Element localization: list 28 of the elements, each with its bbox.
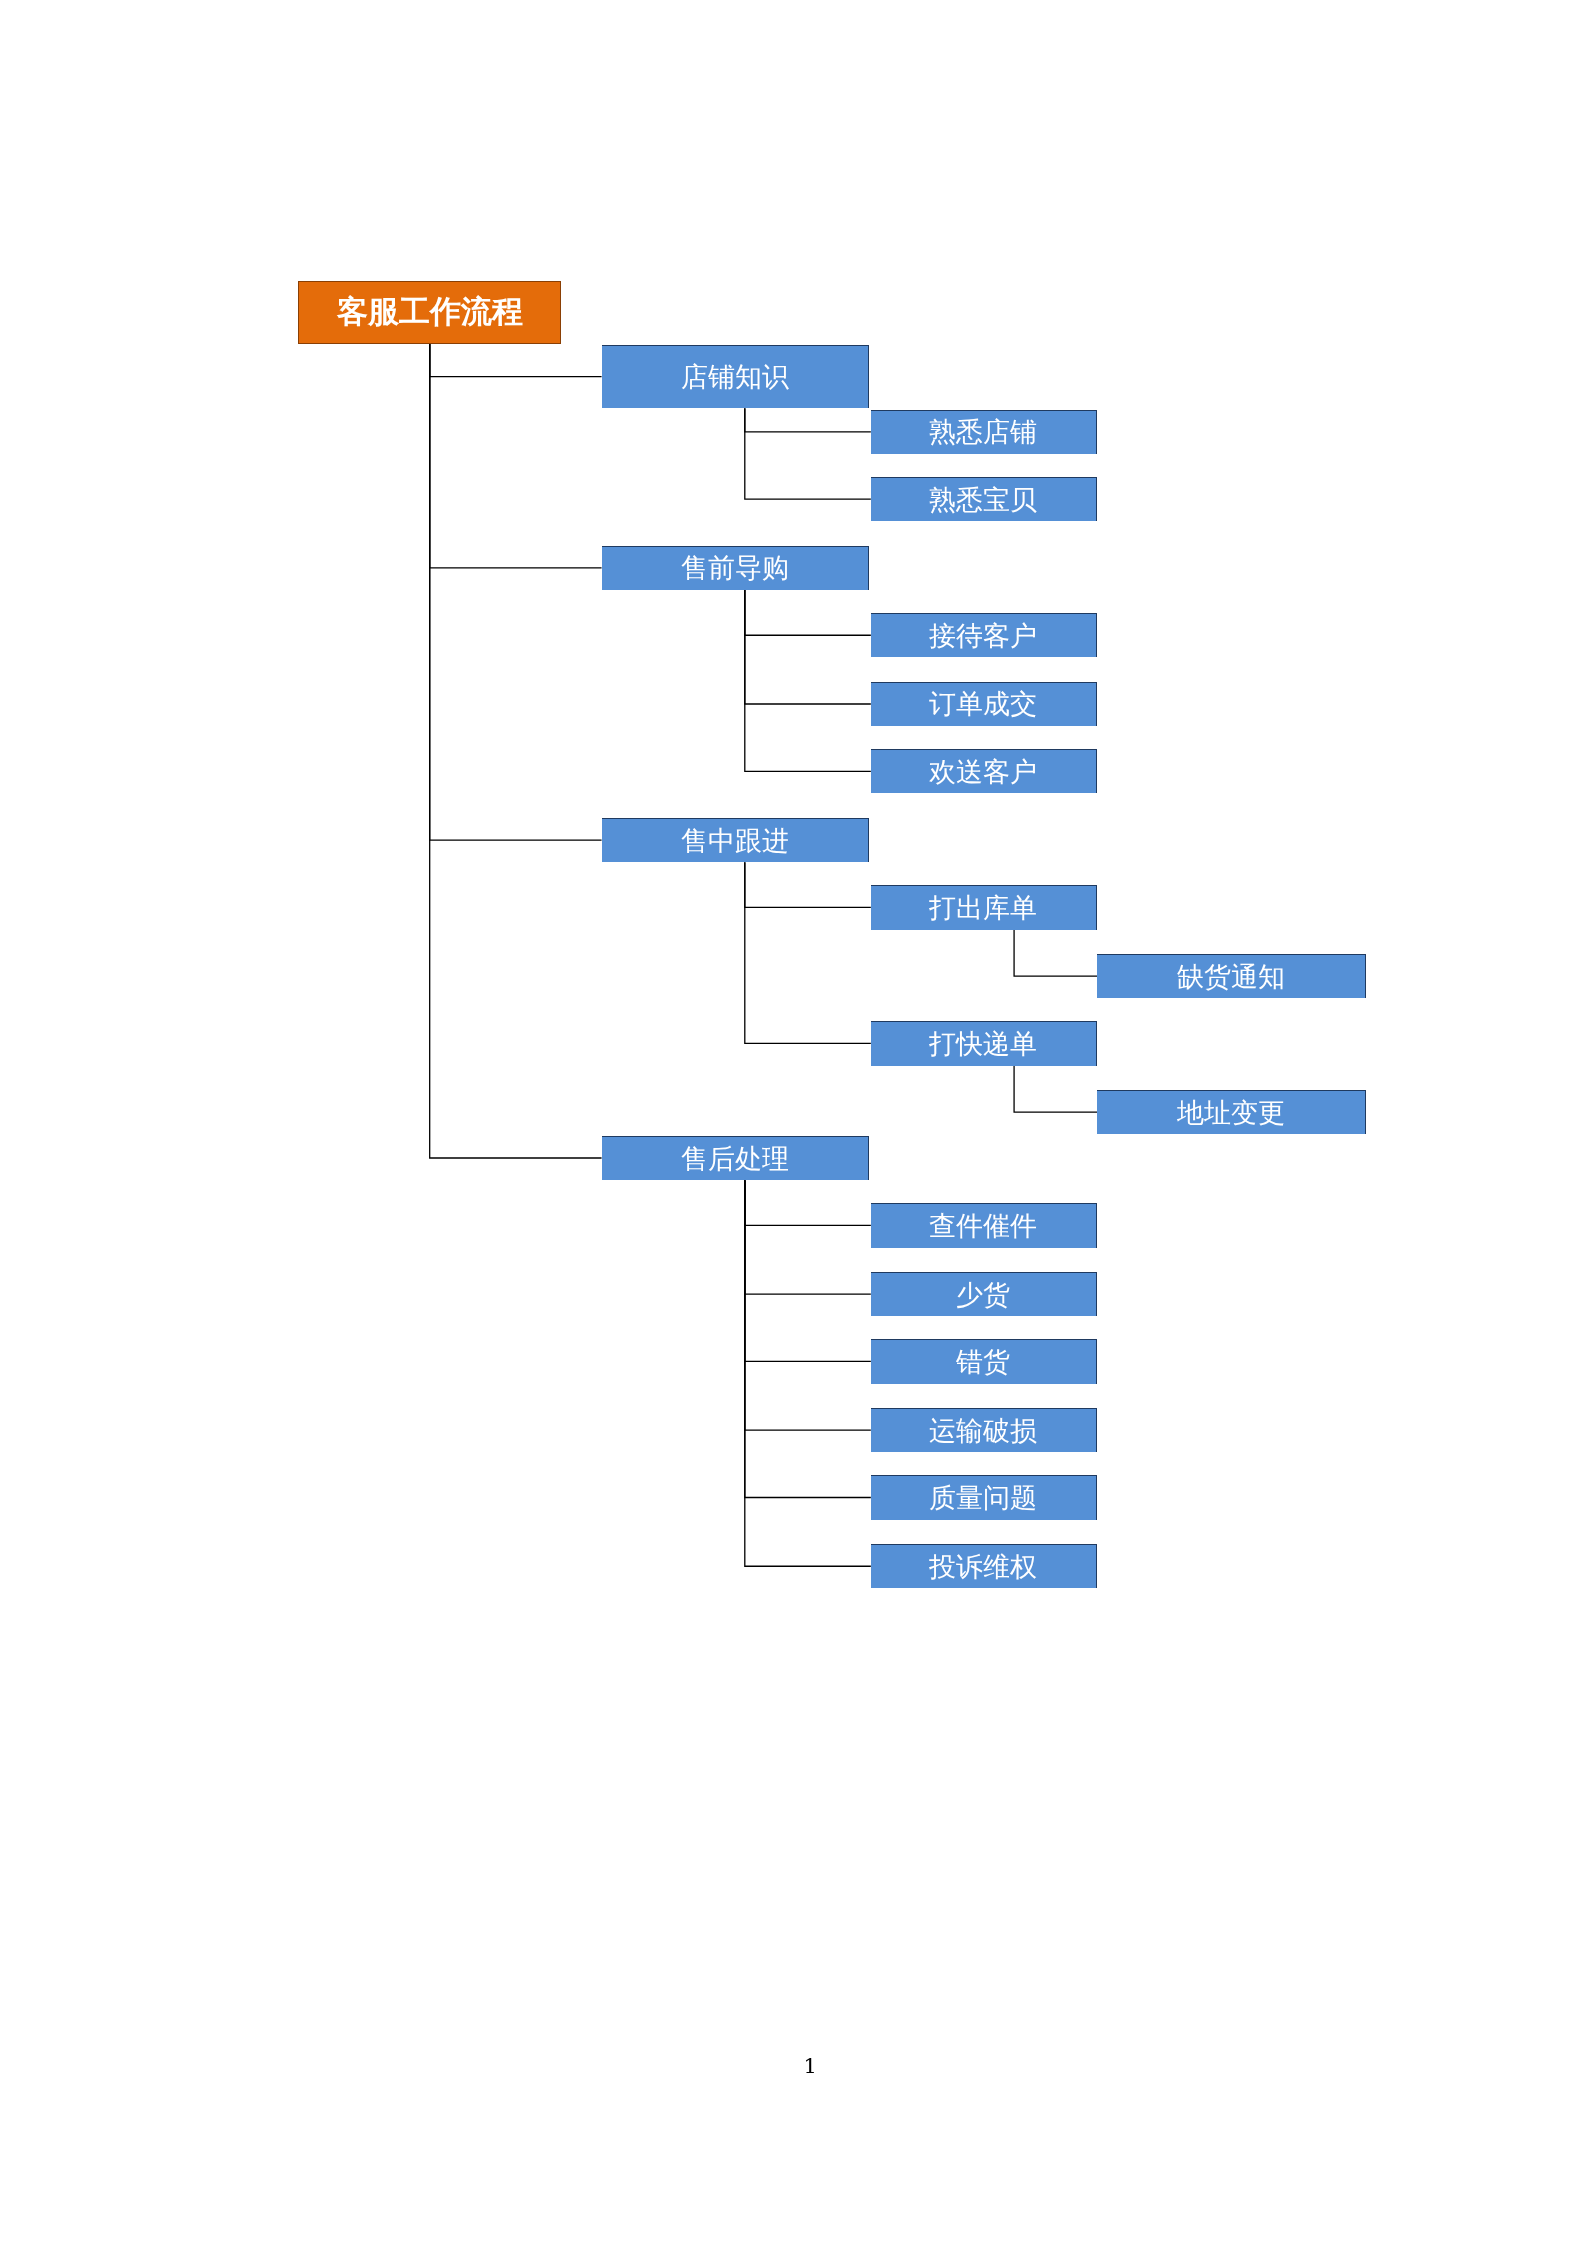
- process-box: 打快递单: [870, 1021, 1098, 1066]
- process-box: 欢送客户: [870, 749, 1098, 794]
- process-box: 打出库单: [870, 885, 1098, 930]
- connector-line: [744, 1179, 872, 1567]
- process-box: 少货: [870, 1271, 1098, 1317]
- process-box: 熟悉店铺: [870, 409, 1098, 455]
- process-box: 售中跟进: [601, 817, 870, 863]
- process-box: 熟悉宝贝: [870, 476, 1098, 522]
- connector-line: [744, 589, 872, 772]
- process-box: 投诉维权: [870, 1544, 1098, 1589]
- connector-line: [1013, 928, 1098, 977]
- process-box: 售后处理: [601, 1135, 870, 1181]
- connector-line: [1013, 1065, 1098, 1113]
- process-box: 订单成交: [870, 681, 1098, 727]
- process-box: 店铺知识: [601, 345, 870, 409]
- page-number: 1: [803, 2053, 817, 2078]
- connector-line: [744, 407, 872, 500]
- process-box: 地址变更: [1097, 1090, 1367, 1135]
- process-box: 接待客户: [870, 613, 1098, 658]
- process-box: 缺货通知: [1097, 953, 1367, 999]
- process-box: 质量问题: [870, 1475, 1098, 1520]
- process-box: 运输破损: [870, 1407, 1098, 1453]
- connector-line: [744, 861, 872, 1045]
- process-box: 错货: [870, 1339, 1098, 1384]
- process-box: 查件催件: [870, 1203, 1098, 1248]
- connector-line: [429, 343, 603, 1159]
- process-box: 售前导购: [601, 545, 870, 591]
- title-box: 客服工作流程: [297, 280, 562, 344]
